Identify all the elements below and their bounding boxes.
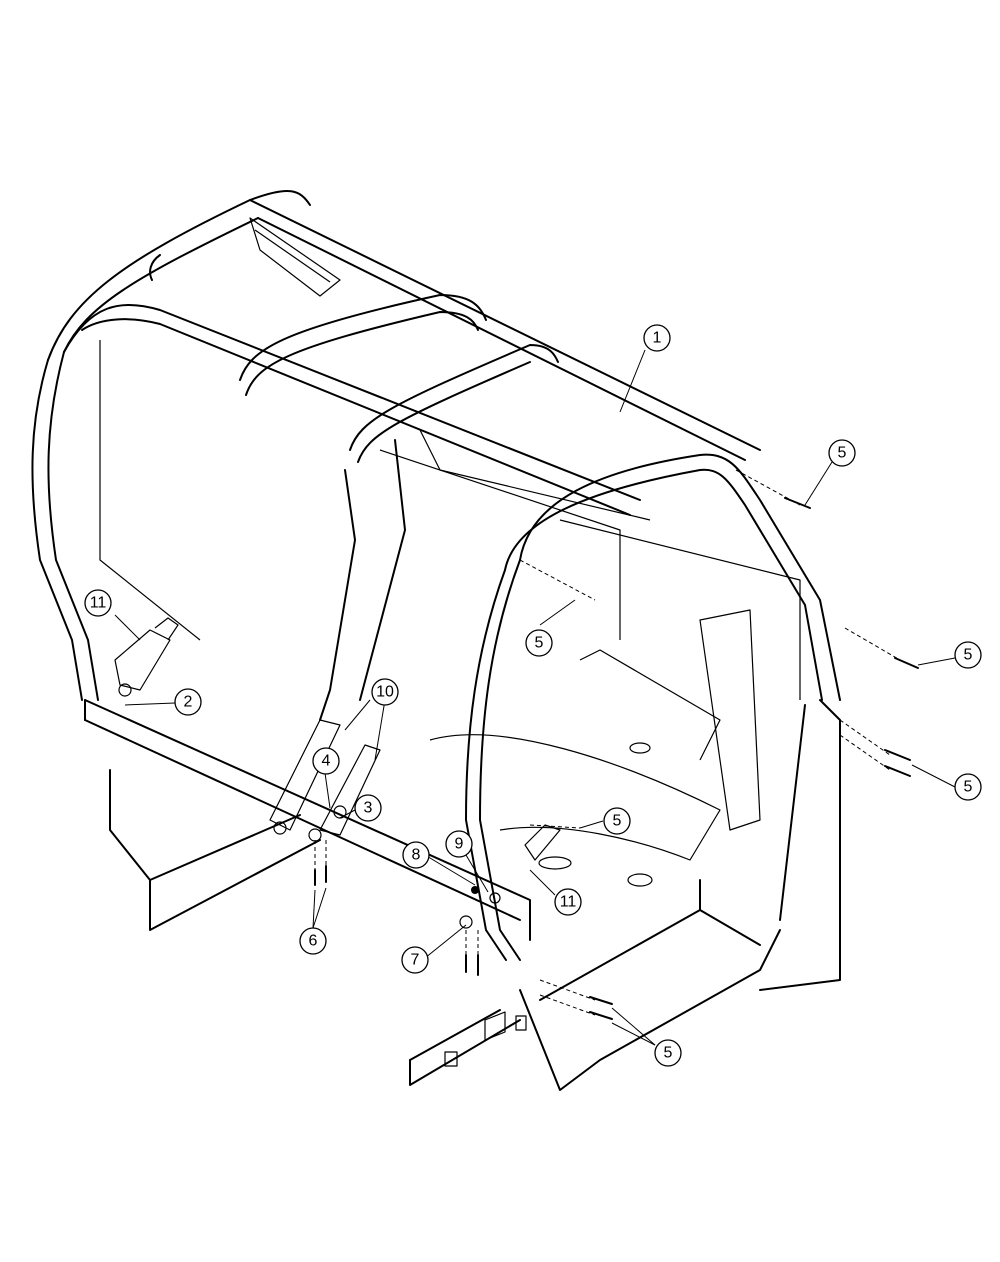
callout-label: 2 [184,694,193,711]
callout-label: 5 [664,1045,673,1062]
callout-label: 11 [90,595,107,612]
callout-11-left: 11 [84,589,112,617]
callout-label: 5 [613,813,622,830]
callout-label: 7 [411,952,420,969]
callout-label: 8 [412,847,421,864]
callout-3: 3 [354,794,382,822]
callout-label: 10 [376,684,394,701]
callout-label: 5 [838,445,847,462]
callout-label: 1 [653,330,662,347]
callout-7: 7 [401,946,429,974]
callout-8: 8 [402,841,430,869]
callout-2: 2 [174,688,202,716]
callout-label: 3 [364,800,373,817]
callout-11-right: 11 [554,888,582,916]
callout-9: 9 [445,830,473,858]
callout-label: 6 [309,933,318,950]
callout-5-bottom: 5 [654,1039,682,1067]
bolt-hardware [314,469,919,1020]
callout-4: 4 [312,747,340,775]
callout-layer: 1 5 5 5 11 2 10 4 [84,324,982,1067]
callout-label: 5 [964,647,973,664]
callout-5-right-lower: 5 [954,773,982,801]
callout-label: 5 [535,635,544,652]
callout-10: 10 [371,678,399,706]
callout-5-right-upper: 5 [954,641,982,669]
callout-label: 5 [964,779,973,796]
callout-5-top: 5 [828,439,856,467]
callout-1: 1 [643,324,671,352]
callout-5-hoop: 5 [525,629,553,657]
callout-6: 6 [299,927,327,955]
chassis-frame [84,519,841,1091]
seat-belt-assemblies [114,617,561,929]
callout-5-floor: 5 [603,807,631,835]
callout-label: 9 [455,836,464,853]
callout-label: 11 [560,894,577,911]
callout-label: 4 [322,753,331,770]
roll-cage-frame [31,189,841,961]
